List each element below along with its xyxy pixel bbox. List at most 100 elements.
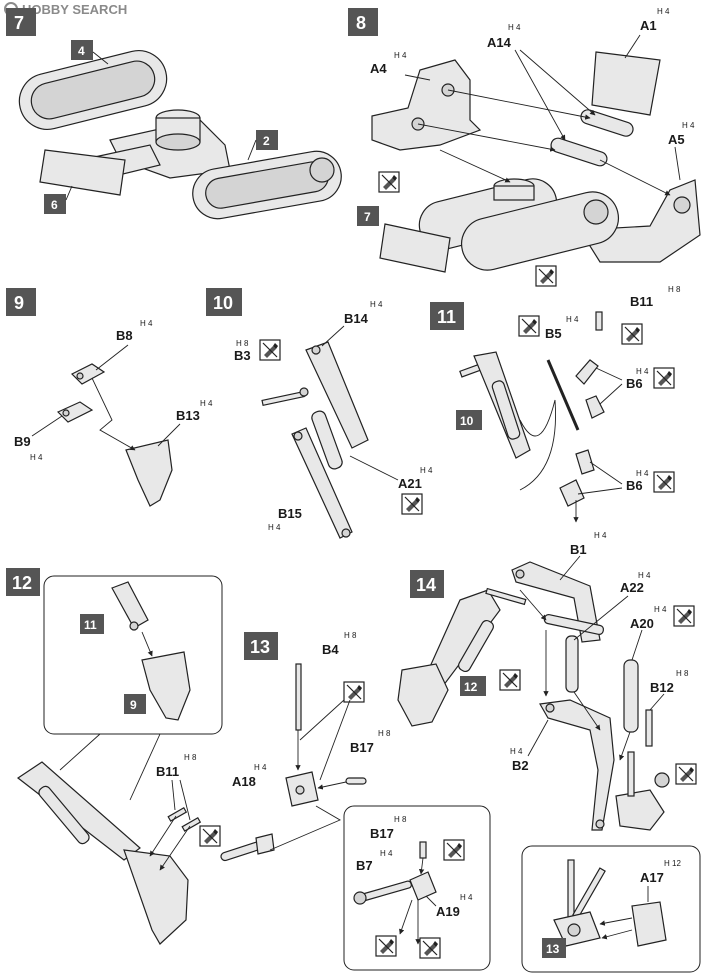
glue-cement-icon	[343, 681, 365, 703]
hm-b6a: H 4	[636, 367, 649, 376]
glue-cement-icon	[675, 763, 697, 785]
hm-b2: H 4	[510, 747, 523, 756]
glue-cement-icon	[518, 315, 540, 337]
step-11-badge	[430, 302, 464, 330]
part-a17-plate	[631, 901, 667, 947]
hm-b9: H 4	[30, 453, 43, 462]
hm-b8: H 4	[140, 319, 153, 328]
glue-cement-icon	[499, 669, 521, 691]
ref-label-6: 6	[51, 198, 58, 212]
part-b13-bucket	[125, 439, 173, 507]
part-a1	[591, 51, 661, 116]
step-13: 13 H 8 B4 H 8 B17 H 4 A18 H 8 B17 H 4	[220, 631, 491, 971]
part-a18-bracket	[285, 771, 319, 807]
hm-b4: H 8	[344, 631, 357, 640]
left-track	[18, 50, 168, 130]
hm-b17b: H 8	[394, 815, 407, 824]
part-b6a-label: B6	[626, 376, 643, 391]
glue-cement-icon	[401, 493, 423, 515]
ref-label-11: 11	[84, 618, 97, 632]
hm-b7: H 4	[380, 849, 393, 858]
part-b8-label: B8	[116, 328, 133, 343]
ref-label-12: 12	[464, 680, 478, 694]
step-12-badge	[6, 568, 40, 596]
part-b11-pin	[595, 311, 603, 331]
part-a20-cylinder	[623, 659, 639, 733]
part-b5-label: B5	[545, 326, 562, 341]
part-a18-label: A18	[232, 774, 256, 789]
step-14: 14 H 4 B1 H 4 A22 H 4 A20 H 8 B12 H 4 B2…	[397, 531, 701, 973]
inset-arm-11	[111, 581, 149, 631]
step-9-number: 9	[14, 293, 24, 313]
right-track	[192, 150, 342, 220]
hm-a5: H 4	[682, 121, 695, 130]
glue-cement-icon	[653, 367, 675, 389]
inset-swing-13	[553, 859, 606, 947]
part-b7-label: B7	[356, 858, 373, 873]
hm-b15: H 4	[268, 523, 281, 532]
part-b11-pin-a	[167, 806, 188, 822]
hm-b11-step12: H 8	[184, 753, 197, 762]
step-14-number: 14	[416, 575, 436, 595]
part-b17b-label: B17	[370, 826, 394, 841]
part-b3-label: B3	[234, 348, 251, 363]
ref-badge-6	[44, 194, 66, 214]
part-a1-label: A1	[640, 18, 657, 33]
step-7: 7 4 2 6	[6, 8, 342, 220]
part-b2-boom	[539, 699, 615, 831]
part-b13-label: B13	[176, 408, 200, 423]
part-b11-step12-label: B11	[156, 764, 179, 779]
part-b6b-label: B6	[626, 478, 643, 493]
part-a20-label: A20	[630, 616, 654, 631]
assembled-arm-12	[16, 761, 189, 945]
glue-cement-icon	[535, 265, 557, 287]
ref-label-13: 13	[546, 942, 560, 956]
step-13-number: 13	[250, 637, 270, 657]
watermark-text: HOBBY SEARCH	[22, 2, 127, 17]
hm-b11: H 8	[668, 285, 681, 294]
part-b2-label: B2	[512, 758, 529, 773]
hm-a20: H 4	[654, 605, 667, 614]
glue-cement-icon	[199, 825, 221, 847]
step-12: 12 11 9 H 8 B11	[6, 568, 223, 945]
part-b9	[56, 401, 94, 423]
glue-cement-icon	[419, 937, 441, 959]
hm-b1: H 4	[594, 531, 607, 540]
glue-cement-icon	[378, 171, 400, 193]
hm-b6b: H 4	[636, 469, 649, 478]
part-b17-pin	[345, 777, 367, 785]
part-a17-label: A17	[640, 870, 664, 885]
part-a21-cylinder	[311, 410, 343, 470]
boom-arm-10	[459, 351, 531, 459]
hm-b17: H 8	[378, 729, 391, 738]
part-b11-pin-b	[181, 816, 202, 832]
part-b15-label: B15	[278, 506, 302, 521]
part-a4	[371, 59, 482, 151]
part-b4-rod	[295, 663, 302, 731]
hm-a18: H 4	[254, 763, 267, 772]
glue-cement-icon	[375, 935, 397, 957]
part-a22-label: A22	[620, 580, 644, 595]
part-a5-label: A5	[668, 132, 685, 147]
part-b8	[70, 363, 106, 385]
glue-cement-icon	[653, 471, 675, 493]
part-b1-boom	[511, 561, 601, 643]
ref-badge-7	[357, 206, 379, 226]
part-b5-rod	[546, 359, 580, 431]
part-b11-label: B11	[630, 294, 653, 309]
part-b9-label: B9	[14, 434, 31, 449]
part-b12-label: B12	[650, 680, 674, 695]
step-7-number: 7	[14, 13, 24, 33]
step-11-number: 11	[437, 307, 456, 327]
dozer-blade	[39, 149, 126, 196]
part-b4-label: B4	[322, 642, 339, 657]
part-b14-label: B14	[344, 311, 369, 326]
ref-label-2: 2	[263, 134, 270, 148]
hm-b14: H 4	[370, 300, 383, 309]
ref-badge-10	[456, 410, 482, 430]
part-a5	[578, 179, 701, 263]
step-7-badge	[6, 8, 36, 36]
step-8-badge	[348, 8, 378, 36]
part-a19-label: A19	[436, 904, 460, 919]
part-b14-arm	[305, 341, 369, 449]
